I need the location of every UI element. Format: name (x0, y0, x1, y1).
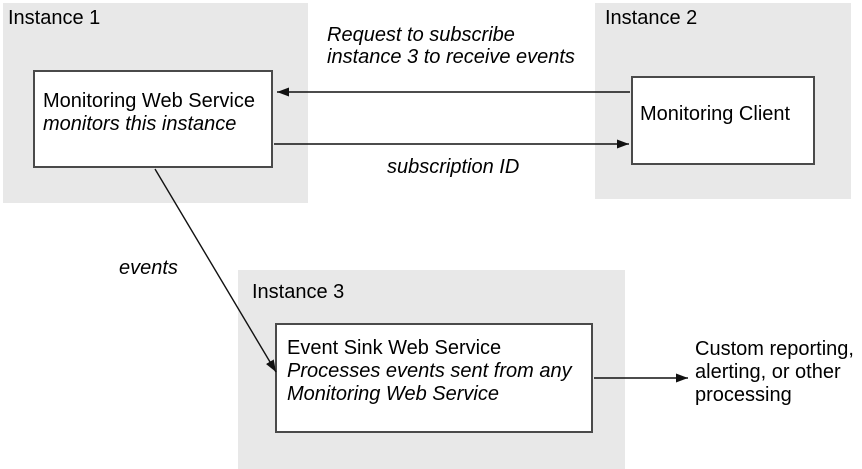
panel-instance-2-label: Instance 2 (605, 7, 698, 29)
node-monitoring-web-service: Monitoring Web Service monitors this ins… (33, 70, 273, 168)
label-request-to-subscribe: Request to subscribe instance 3 to recei… (327, 24, 575, 68)
node-event-sink-web-service-subtitle: Processes events sent from any Monitorin… (287, 360, 572, 405)
panel-instance-1-label: Instance 1 (8, 7, 101, 29)
label-request-line-2: instance 3 to receive events (327, 46, 575, 68)
node-event-sink-web-service-title: Event Sink Web Service (287, 337, 502, 359)
label-request-line-1: Request to subscribe (327, 24, 515, 46)
label-custom-processing-line-3: processing (695, 384, 792, 406)
node-monitoring-client-title: Monitoring Client (640, 103, 791, 125)
label-custom-processing-line-2: alerting, or other (695, 361, 841, 383)
label-custom-processing: Custom reporting, alerting, or other pro… (695, 338, 854, 407)
label-subscription-id: subscription ID (387, 156, 520, 178)
label-events: events (119, 257, 178, 279)
panel-instance-3-label: Instance 3 (252, 281, 345, 303)
node-monitoring-web-service-title: Monitoring Web Service (43, 90, 255, 112)
label-custom-processing-line-1: Custom reporting, (695, 338, 854, 360)
node-event-sink-web-service: Event Sink Web Service Processes events … (275, 323, 593, 433)
node-monitoring-web-service-subtitle: monitors this instance (43, 113, 237, 135)
node-monitoring-client: Monitoring Client (631, 76, 815, 165)
